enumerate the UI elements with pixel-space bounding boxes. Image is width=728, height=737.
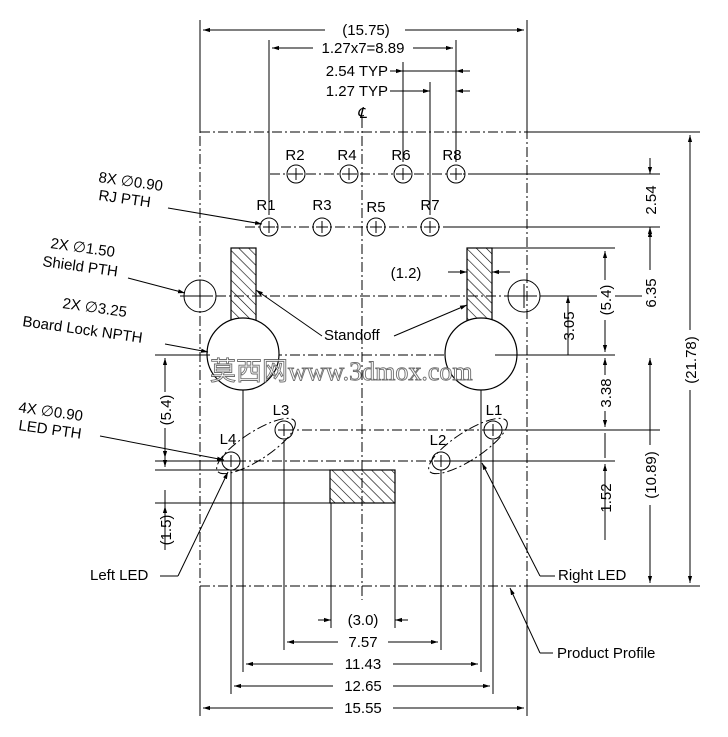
pin-r8-label: R8 [442, 147, 461, 164]
pin-r2: R2 [285, 147, 306, 184]
led-right-outline [428, 417, 508, 475]
dim-left-54: (5.4) [158, 395, 175, 426]
pin-r1: R1 [256, 197, 279, 237]
callout-product-profile: Product Profile [557, 645, 655, 662]
dim-r-row-offset: 2.54 [643, 185, 660, 214]
centerline-symbol: ℄ [357, 105, 367, 122]
pin-l4: L4 [220, 431, 241, 471]
dim-typ-127: 1.27 TYP [326, 83, 388, 100]
dim-pitch-total: 1.27x7=8.89 [322, 40, 405, 57]
dim-led-vertical-total: (10.89) [643, 451, 660, 499]
pin-r3-label: R3 [312, 197, 331, 214]
pin-r4-label: R4 [337, 147, 356, 164]
pin-l4-label: L4 [220, 431, 237, 448]
pin-l2-label: L2 [430, 432, 447, 449]
callout-standoff: Standoff [324, 327, 380, 344]
dim-overall-height: (21.78) [683, 336, 700, 384]
pin-r5: R5 [366, 199, 386, 237]
dim-led-pitch-vertical: 1.52 [598, 483, 615, 512]
pin-r5-label: R5 [366, 199, 385, 216]
pin-r6: R6 [391, 147, 413, 184]
pin-r2-label: R2 [285, 147, 304, 164]
callout-lock-qty: 2X ∅3.25 [61, 295, 128, 321]
dim-bottom-1265: 12.65 [344, 678, 382, 695]
pin-r1-label: R1 [256, 197, 275, 214]
pin-r4: R4 [337, 147, 359, 184]
product-profile-outline [199, 131, 528, 587]
dim-bottom-757: 7.57 [348, 634, 377, 651]
dim-lock-to-led: 3.38 [598, 378, 615, 407]
dim-shield-to-r: 6.35 [643, 278, 660, 307]
dim-shield-to-lock: 3.05 [561, 311, 578, 340]
pin-l2: L2 [430, 432, 451, 471]
standoff-center [329, 469, 396, 504]
callout-left-led: Left LED [90, 567, 149, 584]
pin-r8: R8 [442, 147, 466, 184]
dim-top-overall: (15.75) [342, 22, 390, 39]
dim-bottom-1555: 15.55 [344, 700, 382, 717]
dim-bottom-30: (3.0) [348, 612, 379, 629]
watermark: 莫西网www.3dmox.com [210, 357, 473, 386]
dim-typ-254: 2.54 TYP [326, 63, 388, 80]
dim-left-15: (1.5) [158, 515, 175, 546]
shield-pth-left [183, 279, 217, 313]
led-left-outline [216, 417, 296, 475]
pin-l3: L3 [273, 402, 294, 440]
dim-bottom-1143: 11.43 [345, 656, 381, 673]
pin-l1-label: L1 [486, 402, 503, 419]
pin-r3: R3 [312, 197, 332, 237]
pin-l3-label: L3 [273, 402, 290, 419]
pin-r6-label: R6 [391, 147, 410, 164]
dim-standoff-length: (5.4) [598, 285, 615, 316]
dim-standoff-width: (1.2) [391, 265, 422, 282]
callout-right-led: Right LED [558, 567, 627, 584]
shield-pth-right [507, 279, 541, 313]
